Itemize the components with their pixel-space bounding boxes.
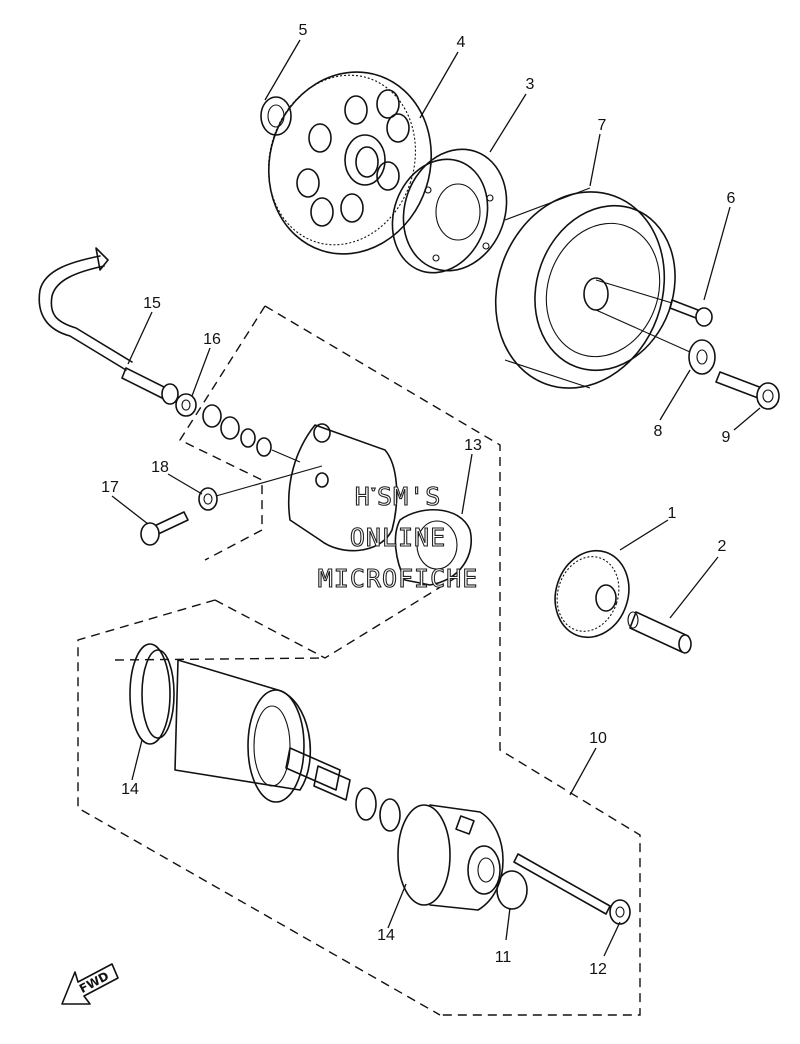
idle-gear-shaft — [627, 611, 692, 654]
watermark: H་SM'S ONLINE MICROFICHE — [317, 481, 479, 593]
callout-12: 12 — [589, 961, 607, 978]
callout-16: 16 — [203, 331, 221, 348]
callout-2: 2 — [718, 538, 727, 555]
callout-numbers: 1 2 3 4 5 6 7 8 9 10 11 12 13 14 14 15 1… — [101, 22, 735, 978]
bolt-9 — [715, 371, 780, 410]
starter-front-cover — [397, 804, 504, 911]
washer-5 — [260, 96, 292, 136]
assembly-outline-upper — [178, 305, 641, 1016]
through-bolt — [513, 853, 631, 925]
callout-7: 7 — [598, 117, 607, 134]
bolt-6 — [595, 279, 713, 327]
callout-6: 6 — [727, 190, 736, 207]
rotor — [494, 187, 676, 389]
callout-4: 4 — [457, 34, 466, 51]
watermark-line-2: ONLINE — [350, 523, 446, 552]
callout-15: 15 — [143, 295, 161, 312]
callout-1: 1 — [668, 505, 677, 522]
driven-gear-plate — [267, 71, 433, 255]
washer-8 — [595, 309, 716, 375]
fwd-arrow-icon: FWD — [61, 963, 119, 1005]
callout-10: 10 — [589, 730, 607, 747]
leader-lines — [111, 39, 761, 957]
callout-8: 8 — [654, 423, 663, 440]
callout-11: 11 — [495, 949, 512, 966]
callout-3: 3 — [526, 76, 535, 93]
nut-16 — [175, 393, 197, 417]
watermark-line-1: H་SM'S — [355, 482, 442, 511]
o-ring-11 — [496, 870, 528, 910]
callout-14-upper: 14 — [121, 781, 139, 798]
washer-18 — [198, 465, 323, 511]
callout-13: 13 — [464, 437, 482, 454]
callout-18: 18 — [151, 459, 169, 476]
starter-lead — [38, 247, 179, 405]
callout-17: 17 — [101, 479, 119, 496]
watermark-line-3: MICROFICHE — [318, 564, 479, 593]
washers-stack — [202, 404, 301, 463]
assembly-outline-lower — [77, 574, 461, 1016]
starter-armature — [129, 643, 401, 832]
brush-holder — [287, 423, 472, 586]
callout-5: 5 — [299, 22, 308, 39]
one-way-clutch — [391, 148, 508, 274]
callout-9: 9 — [722, 429, 731, 446]
bolt-17 — [140, 511, 189, 546]
callout-14-lower: 14 — [377, 927, 395, 944]
idle-gear — [554, 549, 630, 639]
